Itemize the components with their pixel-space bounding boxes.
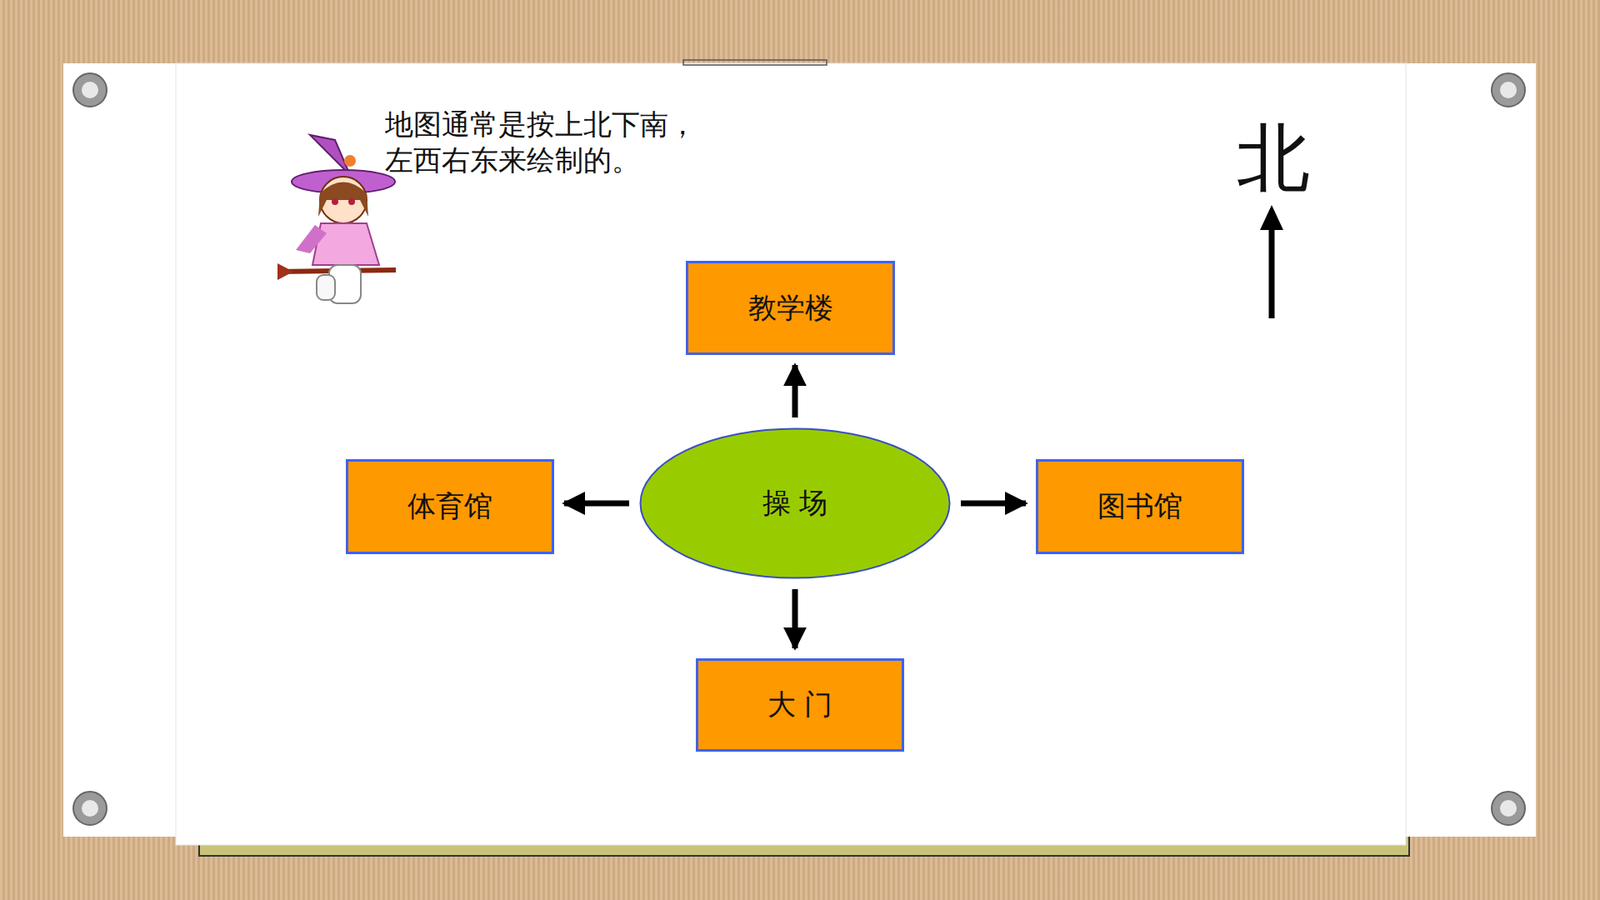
witch-illustration [277,135,396,304]
node-label: 教学楼 [748,289,834,328]
direction-arrow [792,365,799,418]
node-label: 体育馆 [407,487,493,526]
direction-arrow [792,589,799,649]
direction-arrow [564,500,630,507]
node-label: 大 门 [767,685,834,725]
pins [73,73,1525,825]
map-note: 地图通常是按上北下南， 左西右东来绘制的。 [385,106,727,178]
field-ellipse: 操 场 [639,427,951,580]
slide-tab [683,60,827,65]
node-label: 图书馆 [1097,487,1183,526]
gate-box: 大 门 [695,658,905,752]
building-box: 教学楼 [685,260,895,355]
slide-panel [175,63,1406,845]
north-arrow [1260,205,1284,319]
node-label: 操 场 [762,484,829,523]
building-box: 图书馆 [1035,459,1245,555]
direction-arrow [960,500,1026,507]
north-label: 北 [1236,121,1329,195]
building-box: 体育馆 [345,459,555,555]
